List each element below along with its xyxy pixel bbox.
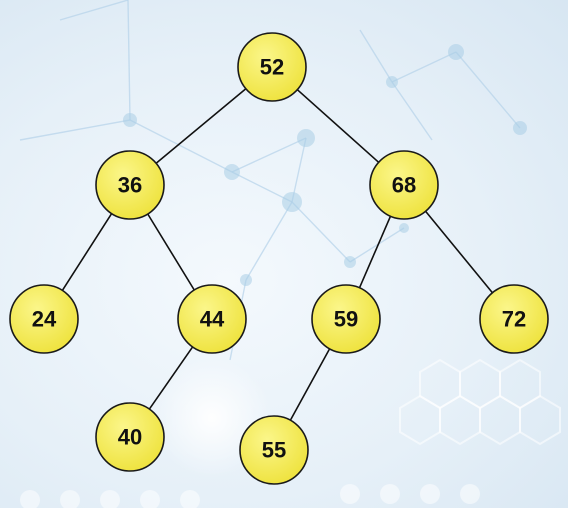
tree-node-44: 44 bbox=[177, 284, 247, 354]
tree-node-circle bbox=[239, 415, 309, 485]
tree-node-72: 72 bbox=[479, 284, 549, 354]
tree-node-circle bbox=[237, 32, 307, 102]
edge-52-36 bbox=[155, 88, 247, 164]
edge-52-68 bbox=[296, 89, 380, 163]
tree-node-59: 59 bbox=[311, 284, 381, 354]
tree-node-circle bbox=[9, 284, 79, 354]
tree-node-52: 52 bbox=[237, 32, 307, 102]
tree-node-label: 40 bbox=[118, 425, 142, 450]
tree-node-36: 36 bbox=[95, 150, 165, 220]
tree-node-label: 24 bbox=[32, 307, 57, 332]
tree-edges bbox=[61, 88, 494, 421]
background-bokeh-decoration bbox=[20, 484, 480, 508]
edge-59-55 bbox=[289, 348, 331, 421]
tree-node-circle bbox=[311, 284, 381, 354]
tree-node-circle bbox=[479, 284, 549, 354]
tree-node-label: 59 bbox=[334, 307, 358, 332]
tree-node-circle bbox=[177, 284, 247, 354]
tree-node-circle bbox=[369, 150, 439, 220]
background-hexagon-decoration bbox=[399, 358, 561, 446]
tree-node-label: 55 bbox=[262, 438, 286, 463]
edge-36-24 bbox=[61, 213, 113, 291]
tree-node-label: 36 bbox=[118, 173, 142, 198]
tree-node-label: 68 bbox=[392, 173, 416, 198]
tree-nodes: 52 36 68 24 44 59 72 40 55 bbox=[9, 32, 549, 485]
tree-node-24: 24 bbox=[9, 284, 79, 354]
tree-node-label: 72 bbox=[502, 307, 526, 332]
edge-68-59 bbox=[358, 215, 392, 289]
background-network-decoration bbox=[19, 0, 527, 361]
tree-node-40: 40 bbox=[95, 402, 165, 472]
edge-36-44 bbox=[147, 213, 195, 291]
edge-68-72 bbox=[424, 210, 494, 294]
tree-node-circle bbox=[95, 402, 165, 472]
edge-44-40 bbox=[148, 346, 194, 410]
tree-node-label: 52 bbox=[260, 55, 284, 80]
tree-node-circle bbox=[95, 150, 165, 220]
tree-node-55: 55 bbox=[239, 415, 309, 485]
tree-node-label: 44 bbox=[200, 307, 225, 332]
tree-node-68: 68 bbox=[369, 150, 439, 220]
